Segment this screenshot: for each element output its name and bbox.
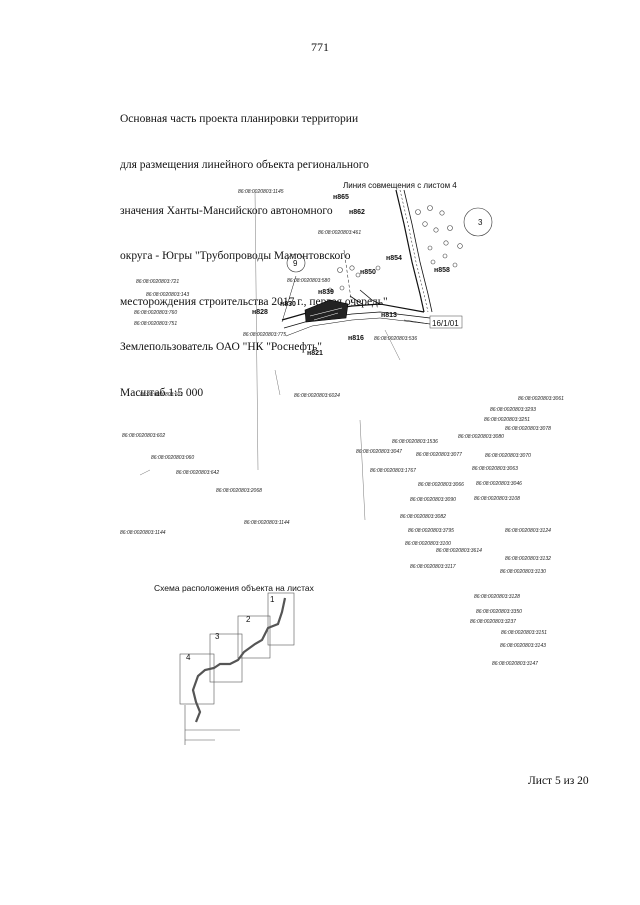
cadastral-label: 86:08:0020803:3151 — [501, 630, 547, 636]
cadastral-label: 86:08:0020803:3143 — [500, 643, 546, 649]
cadastral-label: 86:08:0020803:1145 — [238, 189, 284, 195]
cadastral-label: 86:08:0020803:3117 — [410, 564, 456, 570]
picket-label: н828 — [252, 309, 268, 316]
cadastral-label: 86:08:0020803:3047 — [356, 449, 402, 455]
header-line: Основная часть проекта планировки террит… — [120, 113, 359, 126]
cadastral-label: 86:08:0020803:751 — [134, 321, 177, 327]
circle-marker-label: 3 — [478, 218, 483, 227]
cadastral-label: 86:08:0020803:1767 — [370, 468, 416, 474]
cadastral-label: 86:08:0020803:2068 — [216, 488, 262, 494]
picket-label: н821 — [307, 350, 323, 357]
cadastral-label: 86:08:0020803:721 — [136, 279, 179, 285]
cadastral-label: 86:08:0020803:3066 — [418, 482, 464, 488]
sheet-frame — [267, 592, 295, 646]
document-header: Основная часть проекта планировки террит… — [120, 82, 388, 416]
pipeline-corridor — [281, 189, 433, 337]
picket-label: н813 — [381, 312, 397, 319]
survey-lines — [139, 191, 401, 521]
boxed-zone — [429, 315, 463, 329]
cadastral-label: 86:08:0020803:642 — [176, 470, 219, 476]
cadastral-label: 86:08:0020803:602 — [122, 433, 165, 439]
cadastral-label: 86:08:0020803:3128 — [474, 594, 520, 600]
cadastral-label: 86:08:0020803:775 — [243, 332, 286, 338]
header-line: месторождения строительства 2017 г., пер… — [120, 295, 388, 308]
sheet-number: 2 — [246, 615, 251, 624]
schema-route — [191, 597, 287, 723]
cadastral-label: 86:08:0020803:536 — [374, 336, 417, 342]
scale-line: Масштаб 1:5 000 — [120, 387, 204, 400]
sheet-number: 4 — [186, 653, 191, 662]
boxed-zone-label: 16/1/01 — [432, 319, 459, 328]
cadastral-label: 86:08:0020803:6024 — [294, 393, 340, 399]
cadastral-label: 86:08:0020803:3350 — [476, 609, 522, 615]
cadastral-label: 86:08:0020803:3293 — [490, 407, 536, 413]
picket-label: н816 — [348, 335, 364, 342]
page-number: 771 — [311, 40, 329, 54]
cadastral-label: 86:08:0020803:3614 — [436, 548, 482, 554]
cadastral-label: 86:08:0020803:3078 — [505, 426, 551, 432]
cadastral-label: 86:08:0020803:3124 — [505, 528, 551, 534]
cadastral-label: 86:08:0020803:1144 — [120, 530, 166, 536]
cadastral-label: 86:08:0020803:3080 — [458, 434, 504, 440]
schema-title: Схема расположения объекта на листах — [154, 583, 315, 593]
tree-marks — [327, 205, 463, 293]
cadastral-label: 86:08:0020803:3070 — [485, 453, 531, 459]
location-schema: Схема расположения объекта на листах 1 2… — [154, 583, 315, 745]
cadastral-label: 86:08:0020803:601 — [140, 392, 183, 398]
cadastral-label: 86:08:0020803:3237 — [470, 619, 516, 625]
cadastral-label: 86:08:0020803:3046 — [476, 481, 522, 487]
cadastral-label: 86:08:0020803:3077 — [416, 452, 462, 458]
header-line: округа - Югры "Трубопроводы Мамонтовског… — [120, 250, 351, 263]
circle-marker — [286, 253, 306, 273]
header-line: Землепользователь ОАО "НК "Роснефть" — [120, 341, 322, 354]
sheet-number: 1 — [270, 595, 275, 604]
cadastral-label: 86:08:0020803:3100 — [405, 541, 451, 547]
header-line: значения Ханты-Мансийского автономного — [120, 204, 333, 217]
sheet-frame — [237, 615, 271, 659]
match-line-label: Линия совмещения с листом 4 — [343, 181, 457, 190]
cadastral-label: 86:08:0020803:060 — [151, 455, 194, 461]
cadastral-label: 86:08:0020803:580 — [287, 278, 330, 284]
cadastral-label: 86:08:0020803:3251 — [484, 417, 530, 423]
picket-label: н850 — [360, 269, 376, 276]
cadastral-label: 86:08:0020803:3061 — [518, 396, 564, 402]
cadastral-label: 86:08:0020803:3108 — [474, 496, 520, 502]
cadastral-label: 86:08:0020803:3132 — [505, 556, 551, 562]
cadastral-label: 86:08:0020803:3795 — [408, 528, 454, 534]
cadastral-label: 86:08:0020803:3130 — [500, 569, 546, 575]
picket-label: н839 — [318, 289, 334, 296]
picket-label: н858 — [434, 267, 450, 274]
facility-site — [304, 299, 349, 323]
sheet-number: 3 — [215, 632, 220, 641]
header-line: для размещения линейного объекта региона… — [120, 159, 369, 172]
cadastral-label: 86:08:0020803:461 — [318, 230, 361, 236]
cadastral-right-cluster: 86:08:0020803:3061 86:08:0020803:3293 86… — [356, 396, 564, 667]
sheet-frame — [209, 633, 243, 683]
cadastral-label: 86:08:0020803:3063 — [472, 466, 518, 472]
picket-label: н865 — [333, 194, 349, 201]
picket-label: н862 — [349, 209, 365, 216]
cadastral-label: 86:08:0020803:3147 — [492, 661, 538, 667]
cadastral-label: 86:08:0020803:1144 — [244, 520, 290, 526]
sheet-footer: Лист 5 из 20 — [528, 775, 589, 787]
circle-marker — [463, 207, 493, 237]
cadastral-label: 86:08:0020803:143 — [146, 292, 189, 298]
picket-label: н830 — [280, 301, 296, 308]
circle-marker-label: 9 — [293, 259, 298, 268]
cadastral-label: 86:08:0020803:760 — [134, 310, 177, 316]
picket-label: н854 — [386, 255, 402, 262]
cadastral-label: 86:08:0020803:3090 — [410, 497, 456, 503]
cadastral-label: 86:08:0020803:1536 — [392, 439, 438, 445]
cadastral-label: 86:08:0020803:3082 — [400, 514, 446, 520]
